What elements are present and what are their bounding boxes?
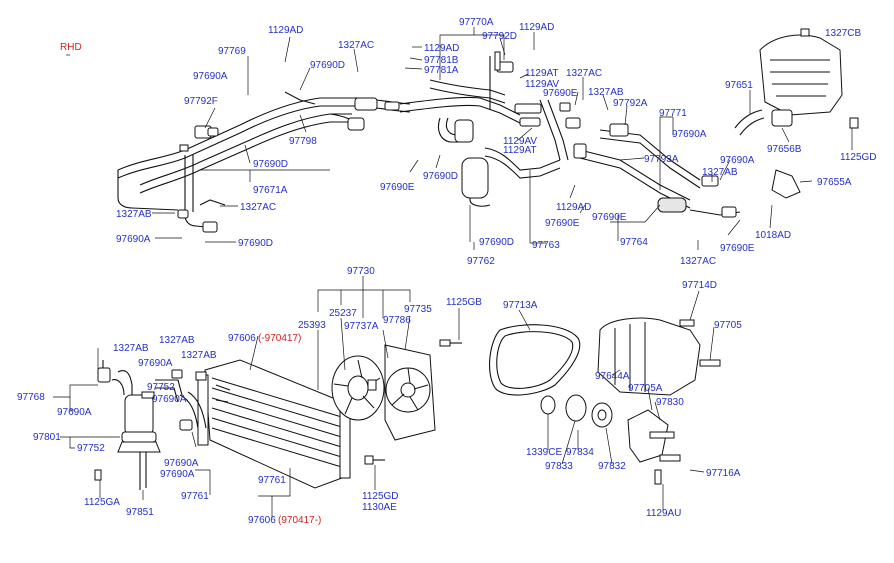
part-label: 1129AU: [646, 508, 681, 519]
part-label: 1129AV: [525, 79, 559, 90]
part-label: 97752: [77, 443, 105, 454]
part-label: 97656B: [767, 144, 802, 155]
part-labels: RHD 97769 97690A 97792F 97690D 97798 976…: [17, 17, 877, 526]
compressor-belt-drawing: [489, 317, 721, 485]
part-label: 1129AD: [519, 22, 554, 33]
part-label: 1339CE: [526, 447, 562, 458]
part-label: 97690A: [57, 407, 92, 418]
part-label: 97690A: [164, 458, 199, 469]
part-label: 1018AD: [755, 230, 791, 241]
part-label: 97832: [598, 461, 626, 472]
part-label: 97781A: [424, 65, 459, 76]
part-label: 1327AB: [702, 167, 738, 178]
part-label: 97714D: [682, 280, 717, 291]
part-label: 97690D: [238, 238, 273, 249]
part-label: 97690A: [720, 155, 755, 166]
part-label: 97713A: [503, 300, 538, 311]
part-label: 25237: [329, 308, 357, 319]
part-label: 97655A: [817, 177, 852, 188]
part-label: 1129AD: [424, 43, 459, 54]
part-label: 97690A: [138, 358, 173, 369]
part-label: 97768: [17, 392, 45, 403]
part-label: 1327AC: [566, 68, 602, 79]
part-label: 97716A: [706, 468, 741, 479]
part-label: 97786: [383, 315, 411, 326]
part-label: 97690A: [672, 129, 707, 140]
part-label: 97833: [545, 461, 573, 472]
part-label: 1129AT: [503, 145, 537, 156]
part-label: 1327AC: [338, 40, 374, 51]
leader-lines: [53, 27, 853, 518]
part-label: 97830: [656, 397, 684, 408]
part-label: 97690E: [720, 243, 755, 254]
part-label: 97671A: [253, 185, 288, 196]
part-label: 97690A: [160, 469, 195, 480]
date-note: (970417-): [278, 515, 321, 526]
part-label: 97764: [620, 237, 648, 248]
part-label: 97771: [659, 108, 687, 119]
upper-pipe-assembly-drawing: [117, 28, 859, 233]
part-label: 97606: [248, 515, 276, 526]
part-label: 1327AC: [240, 202, 276, 213]
part-label: 1327AB: [159, 335, 195, 346]
part-label: 97690A: [116, 234, 151, 245]
part-label: 1130AE: [362, 502, 397, 513]
part-label: 97851: [126, 507, 154, 518]
part-label: 97690E: [545, 218, 580, 229]
part-label: 97690A: [152, 394, 187, 405]
part-label: 97705: [714, 320, 742, 331]
part-label: 1129AT: [525, 68, 559, 79]
part-label: 97792D: [482, 31, 517, 42]
part-label: 97781B: [424, 55, 459, 66]
part-label: 97752: [147, 382, 175, 393]
part-label: 1129AV: [503, 136, 537, 147]
part-label: 25393: [298, 320, 326, 331]
part-label: 97690E: [592, 212, 627, 223]
date-note: (-970417): [258, 333, 301, 344]
part-label: 1129AD: [556, 202, 591, 213]
part-label: 97690A: [193, 71, 228, 82]
part-label: 1129AD: [268, 25, 303, 36]
region-label: RHD: [60, 42, 82, 53]
part-label: 97763: [532, 240, 560, 251]
part-label: 1125GD: [840, 152, 877, 163]
part-label: 97770A: [459, 17, 494, 28]
part-label: 1327AB: [113, 343, 149, 354]
part-label: 97735: [404, 304, 432, 315]
part-label: 97651: [725, 80, 753, 91]
receiver-drier-drawing: [94, 360, 207, 490]
part-label: 1327AB: [116, 209, 152, 220]
part-label: 97690D: [423, 171, 458, 182]
part-label: 97792F: [184, 96, 218, 107]
condenser-fan-drawing: [197, 339, 462, 489]
part-label: 97737A: [344, 321, 379, 332]
part-label: 97793A: [644, 154, 679, 165]
part-label: 97769: [218, 46, 246, 57]
part-label: 97798: [289, 136, 317, 147]
part-label: 97834: [566, 447, 594, 458]
part-label: 1125GA: [84, 497, 120, 508]
part-label: 97690D: [253, 159, 288, 170]
part-label: 97644A: [595, 371, 630, 382]
part-label: 97762: [467, 256, 495, 267]
part-label: 1125GB: [446, 297, 482, 308]
part-label: 97690E: [380, 182, 415, 193]
part-label: 97606: [228, 333, 256, 344]
part-label: 1327AB: [181, 350, 217, 361]
part-label: 97690E: [543, 88, 578, 99]
part-label: 97705A: [628, 383, 663, 394]
part-label: 97690D: [310, 60, 345, 71]
part-label: 97761: [181, 491, 209, 502]
part-label: 97730: [347, 266, 375, 277]
part-label: 97792A: [613, 98, 648, 109]
part-label: 1125GD: [362, 491, 399, 502]
part-label: 1327CB: [825, 28, 861, 39]
part-label: 1327AB: [588, 87, 624, 98]
part-label: 1327AC: [680, 256, 716, 267]
part-label: 97801: [33, 432, 61, 443]
part-label: 97761: [258, 475, 286, 486]
part-label: 97690D: [479, 237, 514, 248]
